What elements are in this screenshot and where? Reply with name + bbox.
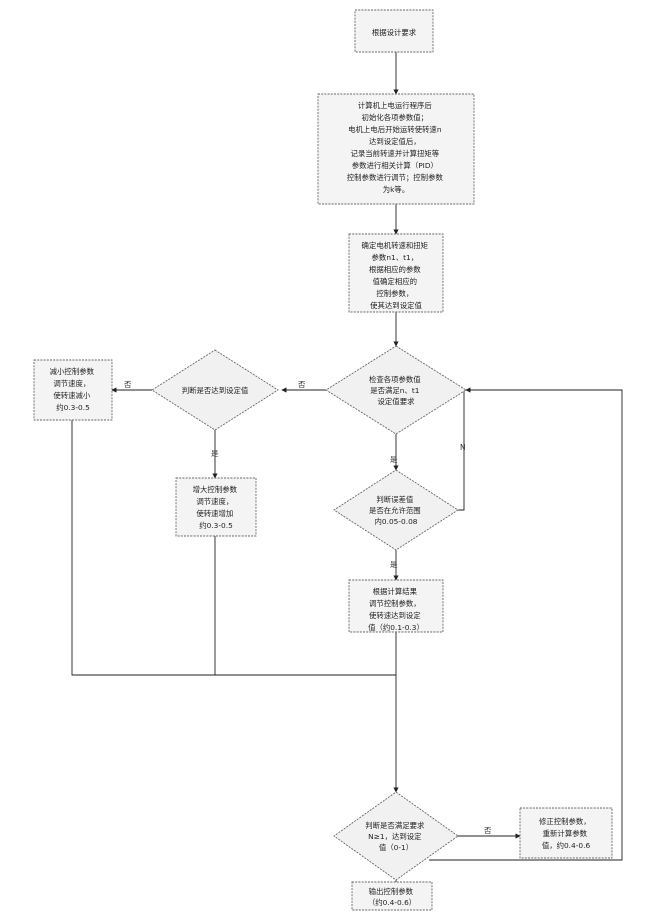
node-decision-low: 判断是否满足要求 N≥1，达到设定 值（0-1） (334, 792, 458, 880)
edge-label-low-right: 否 (484, 826, 492, 835)
node-final-box: 输出控制参数 （约0.4-0.6） (352, 882, 432, 910)
svg-text:修正控制参数， 重新计算参数 值，约: 修正控制参数， 重新计算参数 值，约0.4-0.6 (539, 817, 593, 850)
node-left-mid: 增大控制参数 调节速度， 使转速增加 约0.3-0.5 (176, 478, 256, 536)
edge-label-main-left: 否 (298, 380, 306, 389)
node-right-box: 修正控制参数， 重新计算参数 值，约0.4-0.6 (520, 808, 612, 858)
node-start: 根据设计要求 (355, 10, 433, 52)
svg-text:根据设计要求: 根据设计要求 (372, 28, 417, 37)
node-decision-left: 判断是否达到设定值 (152, 350, 278, 430)
edge-label-mid-down: 是 (390, 560, 398, 569)
edge-label-loop-up: N (460, 443, 466, 452)
edge-left-top-merge (72, 420, 396, 675)
edge-label-left-top: 否 (124, 380, 132, 389)
node-setup: 计算机上电运行程序后 初始化各项参数值； 电机上电后开始运转使转速n 达到设定值… (318, 94, 474, 204)
node-measure: 确定电机转速和扭矩 参数n1、t1， 根据相应的参数 值确定相应的 控制参数， … (349, 234, 443, 312)
edge-label-main-down: 是 (390, 455, 398, 464)
edge-label-left-down: 是 (211, 449, 219, 458)
node-decision-mid: 判断误差值 是否在允许范围 内0.05-0.08 (334, 470, 458, 550)
node-adjust: 根据计算结果 调节控制参数， 使转速达到设定 值（约0.1-0.3） (349, 580, 443, 632)
svg-text:判断是否达到设定值: 判断是否达到设定值 (182, 386, 249, 395)
node-left-top: 减小控制参数 调节速度， 使转速减小 约0.3-0.5 (34, 360, 112, 420)
svg-text:判断误差值 是否在允许范围 内0.0: 判断误差值 是否在允许范围 内0.05-0.08 (369, 495, 423, 526)
node-decision-main: 检查各项参数值 是否满足n、t1 设定值要求 (326, 346, 466, 434)
edge-final-loop (429, 390, 622, 860)
